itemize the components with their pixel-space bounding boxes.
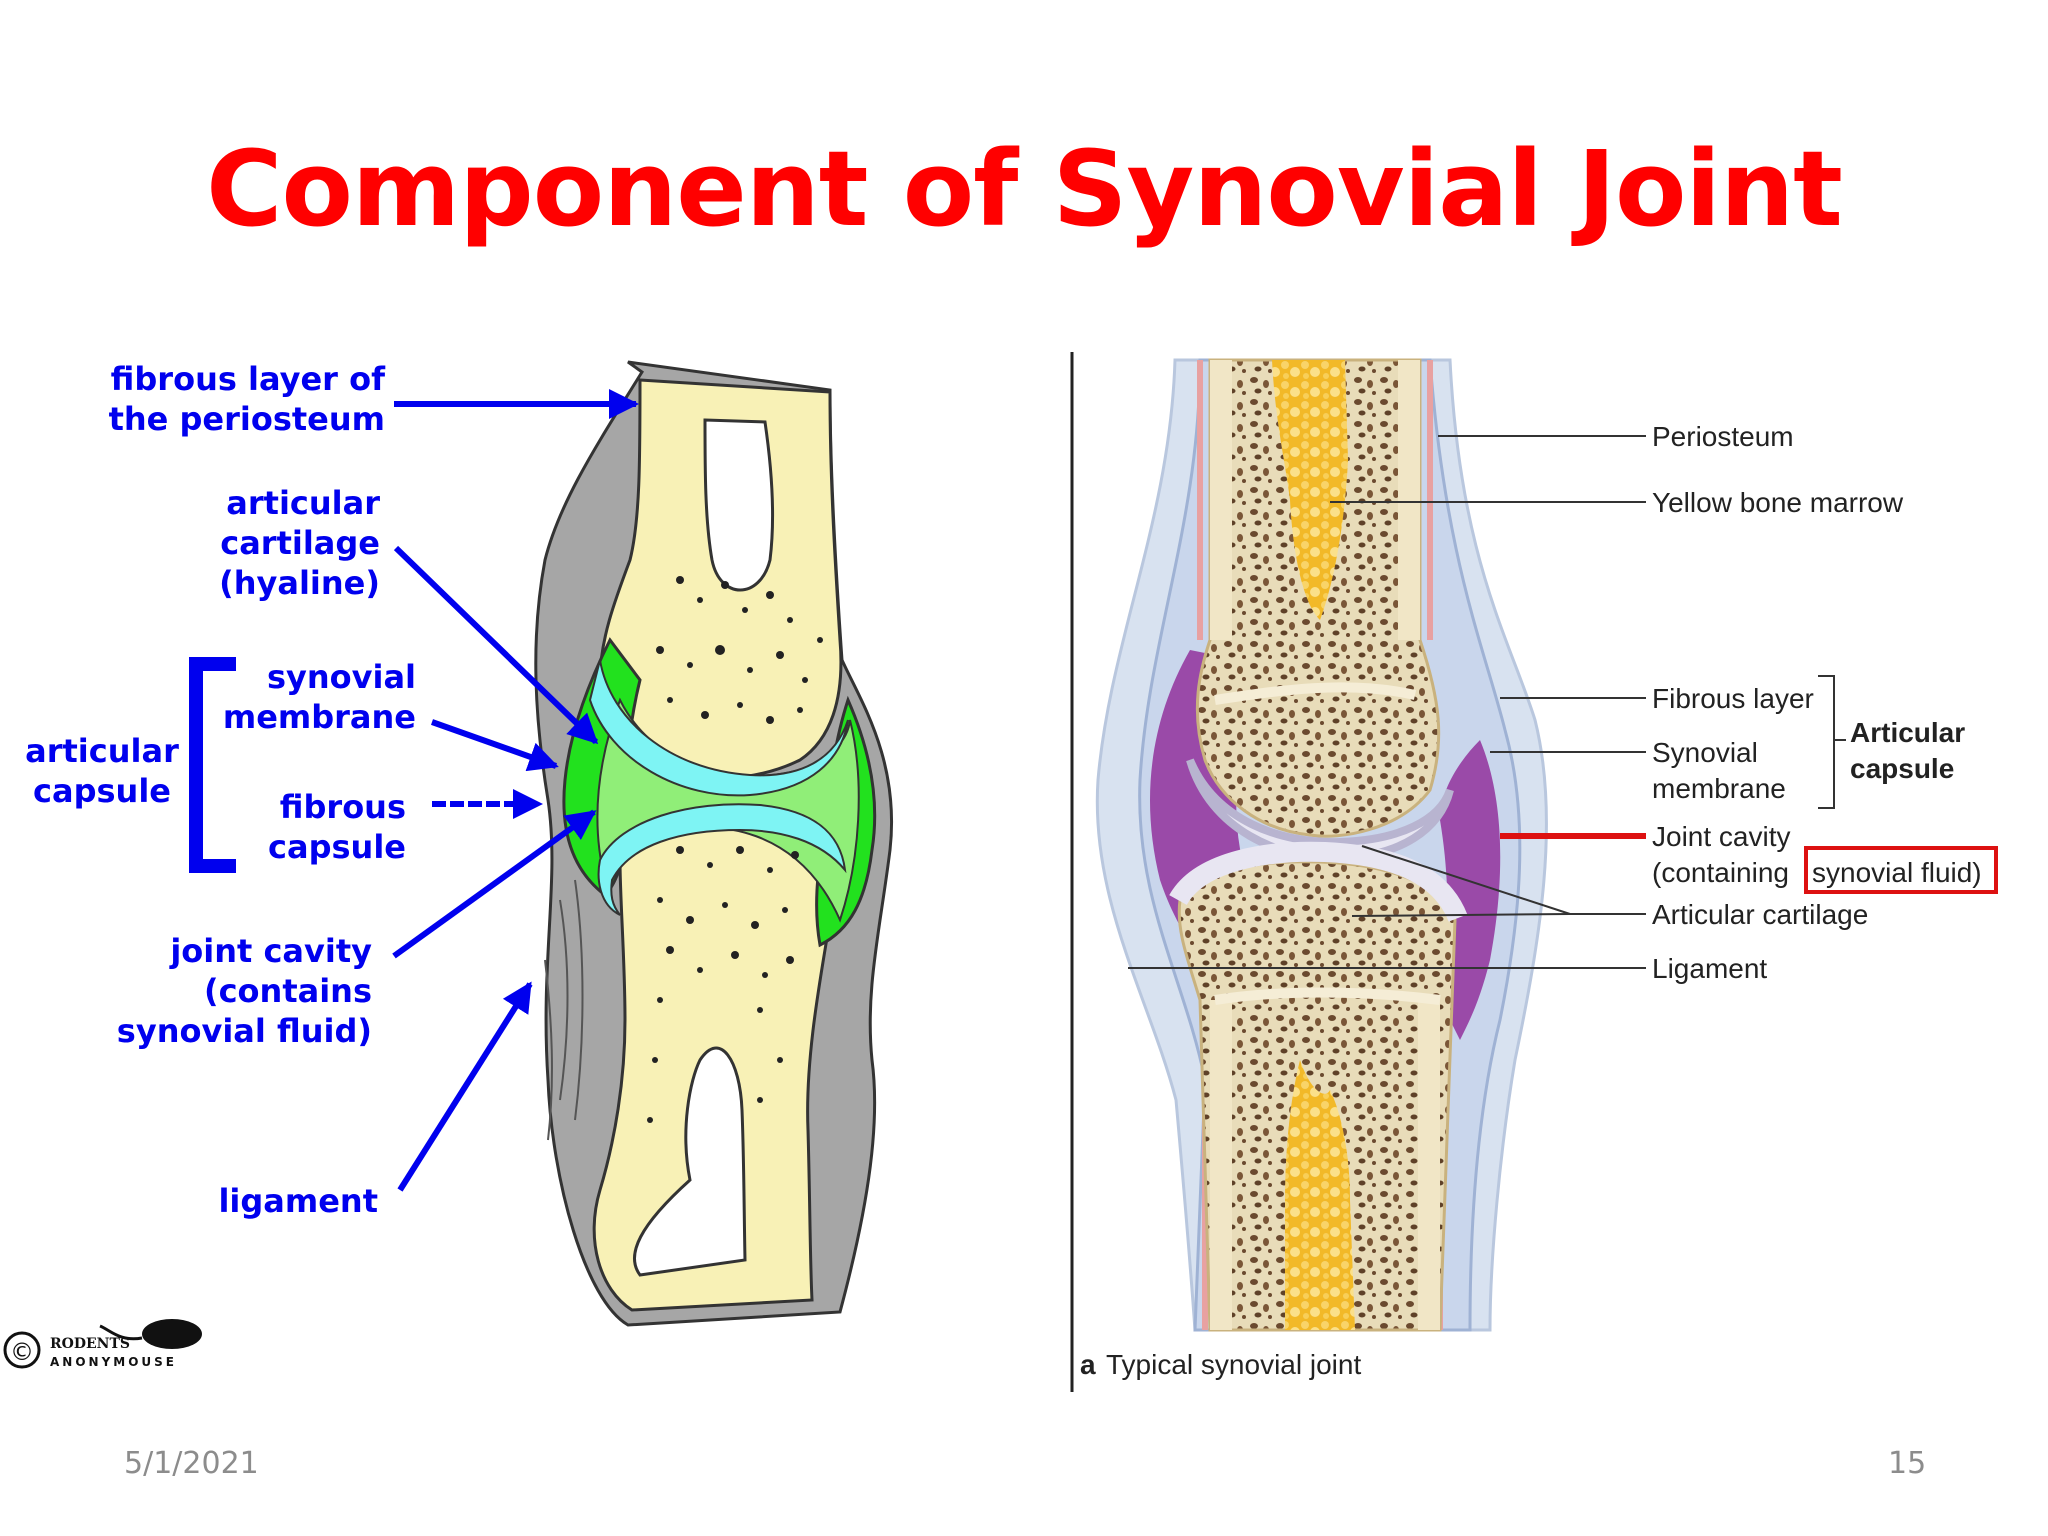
right-lower-cortex-left <box>1210 1000 1232 1330</box>
label-synovial-line2: membrane <box>1652 773 1786 804</box>
left-ligament-fibers <box>544 879 584 1141</box>
label-cartilage-line3: (hyaline) <box>219 564 380 602</box>
label-joint-cavity-line3: synovial fluid) <box>1812 857 1982 888</box>
left-lower-cartilage <box>597 803 847 916</box>
label-articular-capsule-line1: Articular <box>1850 717 1965 748</box>
label-capsule-line2: capsule <box>33 772 171 810</box>
caption-text: Typical synovial joint <box>1106 1349 1361 1380</box>
right-upper-marrow <box>1272 360 1348 620</box>
label-cavity-line2: (contains <box>204 972 372 1010</box>
label-fibrous-line2: capsule <box>268 828 406 866</box>
label-ligament: ligament <box>218 1182 378 1220</box>
label-synovial-line2: membrane <box>223 698 416 736</box>
leader-cartilage-b <box>1351 913 1571 917</box>
label-periosteum-line1: fibrous layer of <box>111 360 386 398</box>
right-lower-cortex-right <box>1418 1000 1440 1330</box>
left-labels: fibrous layer of the periosteum articula… <box>25 360 416 1220</box>
right-upper-cortex-right <box>1398 360 1420 640</box>
label-capsule-line1: articular <box>25 732 179 770</box>
label-cavity-line3: synovial fluid) <box>117 1012 372 1050</box>
label-marrow: Yellow bone marrow <box>1652 487 1904 518</box>
capsule-brace <box>1818 675 1846 809</box>
left-arrows <box>392 389 639 1192</box>
mouse-icon <box>142 1319 202 1349</box>
label-synovial-line1: synovial <box>267 658 416 696</box>
slide-title: Component of Synovial Joint <box>206 128 1843 250</box>
arrow-ligament <box>397 981 533 1192</box>
left-spongy-dots <box>647 576 823 1123</box>
label-periosteum-line2: the periosteum <box>109 400 385 438</box>
logo-line2: ANONYMOUSE <box>50 1355 177 1369</box>
right-epiphyseal-line-lower <box>1214 987 1441 1005</box>
right-leader-lines <box>1128 435 1846 969</box>
right-labels: Periosteum Yellow bone marrow Fibrous la… <box>1652 421 1982 984</box>
right-joint-cavity-fill-right <box>1440 740 1501 1040</box>
capsule-bracket <box>189 657 236 873</box>
right-lower-cartilage <box>1169 841 1468 923</box>
copyright-icon <box>3 1331 41 1369</box>
label-joint-cavity-line1: Joint cavity <box>1652 821 1791 852</box>
left-joint-diagram: fibrous layer of the periosteum articula… <box>3 360 894 1369</box>
logo-symbol: © <box>10 1338 34 1366</box>
arrow-cavity <box>392 809 597 959</box>
label-cavity-line1: joint cavity <box>168 932 372 970</box>
right-epiphyseal-line-upper <box>1214 682 1417 705</box>
label-articular-capsule-line2: capsule <box>1850 753 1954 784</box>
label-joint-cavity-line2: (containing <box>1652 857 1789 888</box>
right-upper-cortex-left <box>1210 360 1232 640</box>
label-synovial-line1: Synovial <box>1652 737 1758 768</box>
left-lower-medullary <box>632 1046 747 1277</box>
mouse-tail <box>99 1324 143 1341</box>
label-ligament: Ligament <box>1652 953 1767 984</box>
left-upper-medullary <box>703 418 774 592</box>
leader-cartilage-a <box>1361 845 1571 915</box>
right-lower-marrow <box>1285 1060 1355 1330</box>
logo-line1: RODENTS <box>50 1336 130 1352</box>
label-cartilage-line1: articular <box>226 484 380 522</box>
rodents-logo: © RODENTS ANONYMOUSE <box>3 1319 202 1369</box>
arrow-cartilage <box>393 545 599 745</box>
right-periosteum <box>1197 360 1443 1330</box>
label-cartilage-line2: cartilage <box>220 524 380 562</box>
slide-date: 5/1/2021 <box>124 1446 259 1481</box>
label-periosteum: Periosteum <box>1652 421 1794 452</box>
label-articular-cartilage: Articular cartilage <box>1652 899 1868 930</box>
slide-page-number: 15 <box>1888 1446 1927 1481</box>
right-joint-diagram: Periosteum Yellow bone marrow Fibrous la… <box>1080 358 1998 1380</box>
left-upper-cartilage <box>588 659 849 797</box>
label-fibrous-line1: fibrous <box>280 788 406 826</box>
label-fibrous-layer: Fibrous layer <box>1652 683 1814 714</box>
synovial-fluid-highlight-box <box>1804 846 1998 894</box>
arrow-synovial <box>430 719 559 772</box>
caption-letter: a <box>1080 1349 1096 1380</box>
